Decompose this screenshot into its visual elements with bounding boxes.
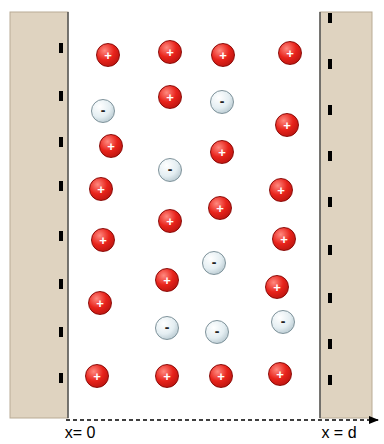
charge-mark — [59, 327, 63, 337]
charge-sign: + — [280, 233, 288, 246]
charge-mark — [59, 181, 63, 191]
charge-mark — [59, 91, 63, 101]
cation-sphere: + — [209, 364, 233, 388]
cation-sphere: + — [96, 43, 120, 67]
cation-sphere: + — [155, 268, 179, 292]
charge-sign: - — [220, 94, 225, 108]
charge-sign: - — [212, 255, 217, 269]
anion-sphere: - — [271, 310, 295, 334]
charge-sign: - — [165, 320, 170, 334]
charge-mark — [328, 339, 332, 349]
cation-sphere: + — [268, 362, 292, 386]
charge-sign: + — [218, 146, 226, 159]
charge-sign: + — [273, 281, 281, 294]
charge-mark — [328, 293, 332, 303]
cation-sphere: + — [88, 291, 112, 315]
electrode-edge — [319, 12, 321, 418]
charge-sign: + — [97, 183, 105, 196]
cation-sphere: + — [158, 85, 182, 109]
cation-sphere: + — [155, 364, 179, 388]
charge-sign: + — [217, 370, 225, 383]
charge-mark — [59, 231, 63, 241]
charge-sign: + — [99, 234, 107, 247]
charge-mark — [328, 13, 332, 23]
charge-sign: + — [104, 49, 112, 62]
charge-sign: + — [286, 47, 294, 60]
charge-mark — [328, 59, 332, 69]
charge-mark — [59, 137, 63, 147]
axis-label: x = d — [320, 424, 357, 442]
charge-sign: - — [281, 314, 286, 328]
charge-sign: + — [166, 215, 174, 228]
charge-mark — [328, 197, 332, 207]
axis-label: x= 0 — [64, 424, 97, 442]
cation-sphere: + — [275, 113, 299, 137]
charge-sign: + — [219, 49, 227, 62]
anion-sphere: - — [210, 90, 234, 114]
anion-sphere: - — [155, 316, 179, 340]
cation-sphere: + — [99, 134, 123, 158]
cation-sphere: + — [91, 228, 115, 252]
charge-sign: - — [215, 324, 220, 338]
x-axis — [66, 419, 378, 420]
cation-sphere: + — [269, 178, 293, 202]
charge-sign: + — [163, 370, 171, 383]
surface-charges — [59, 13, 332, 385]
anion-sphere: - — [91, 99, 115, 123]
cation-sphere: + — [158, 209, 182, 233]
electrode-edge — [67, 12, 69, 418]
charge-sign: + — [276, 368, 284, 381]
cation-sphere: + — [278, 41, 302, 65]
charge-sign: + — [96, 297, 104, 310]
cation-sphere: + — [208, 196, 232, 220]
charge-sign: + — [93, 370, 101, 383]
cation-sphere: + — [89, 177, 113, 201]
anion-sphere: - — [202, 251, 226, 275]
cation-sphere: + — [210, 140, 234, 164]
charge-mark — [328, 375, 332, 385]
charge-mark — [59, 279, 63, 289]
charge-mark — [328, 151, 332, 161]
anion-sphere: - — [205, 320, 229, 344]
cation-sphere: + — [211, 43, 235, 67]
charge-sign: - — [101, 103, 106, 117]
cation-sphere: + — [265, 275, 289, 299]
charge-mark — [328, 105, 332, 115]
charge-sign: + — [166, 46, 174, 59]
left-electrode — [10, 12, 68, 418]
charge-sign: + — [163, 274, 171, 287]
right-electrode — [320, 12, 372, 418]
charge-sign: + — [107, 140, 115, 153]
anion-sphere: - — [158, 158, 182, 182]
charge-sign: + — [166, 91, 174, 104]
charge-sign: + — [216, 202, 224, 215]
charge-sign: + — [283, 119, 291, 132]
charge-mark — [59, 373, 63, 383]
charge-sign: + — [277, 184, 285, 197]
charge-mark — [328, 245, 332, 255]
cation-sphere: + — [272, 227, 296, 251]
charge-sign: - — [168, 162, 173, 176]
cation-sphere: + — [158, 40, 182, 64]
cation-sphere: + — [85, 364, 109, 388]
charge-mark — [59, 43, 63, 53]
